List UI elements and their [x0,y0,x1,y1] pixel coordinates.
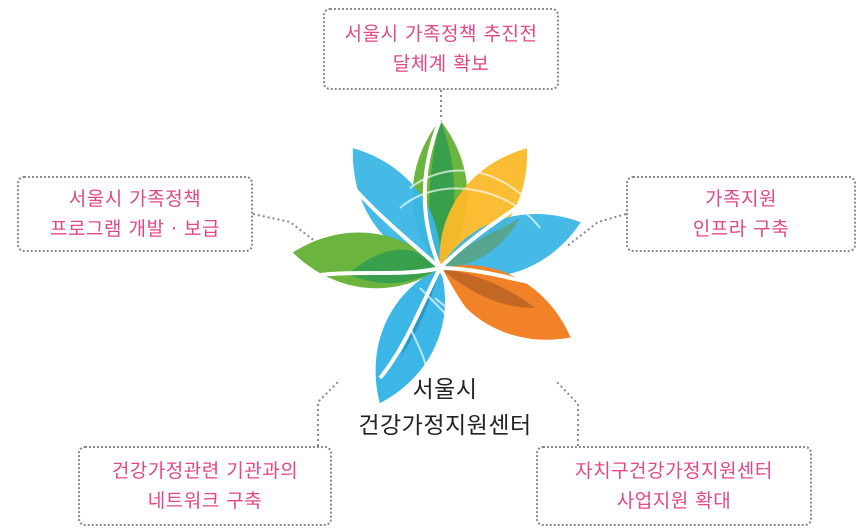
goal-box-bottom-left-line2: 네트워크 구축 [147,490,263,512]
center-label-line1: 서울시 [412,377,478,403]
goal-box-bottom-right-line2: 사업지원 확대 [616,490,732,512]
goal-box-bottom-right-line1: 자치구건강가정지원센터 [575,460,773,482]
goal-box-right-line1: 가족지원 [705,188,777,210]
connector-bottom-right [554,379,579,446]
goal-box-bottom-left-line1: 건강가정관련 기관과의 [111,460,299,482]
goal-box-top-line1: 서울시 가족정책 추진전 [344,23,538,45]
center-label-line2: 건강가정지원센터 [358,413,532,439]
goal-box-right: 가족지원 인프라 구축 [626,176,856,252]
center-label: 서울시 건강가정지원센터 [325,372,565,444]
goal-box-top-line2: 달체계 확보 [392,53,490,75]
goal-box-bottom-right: 자치구건강가정지원센터 사업지원 확대 [536,446,812,526]
petal-overlap [440,218,520,268]
goal-box-left-line2: 프로그램 개발 · 보급 [50,218,220,240]
connector-right [565,213,627,248]
goal-box-left-line1: 서울시 가족정책 [68,188,202,210]
goal-box-left: 서울시 가족정책 프로그램 개발 · 보급 [17,176,253,252]
goal-box-bottom-left: 건강가정관련 기관과의 네트워크 구축 [78,446,332,526]
goal-box-right-line2: 인프라 구축 [692,218,790,240]
petal-overlap [440,268,535,308]
goal-box-top: 서울시 가족정책 추진전 달체계 확보 [323,8,559,90]
